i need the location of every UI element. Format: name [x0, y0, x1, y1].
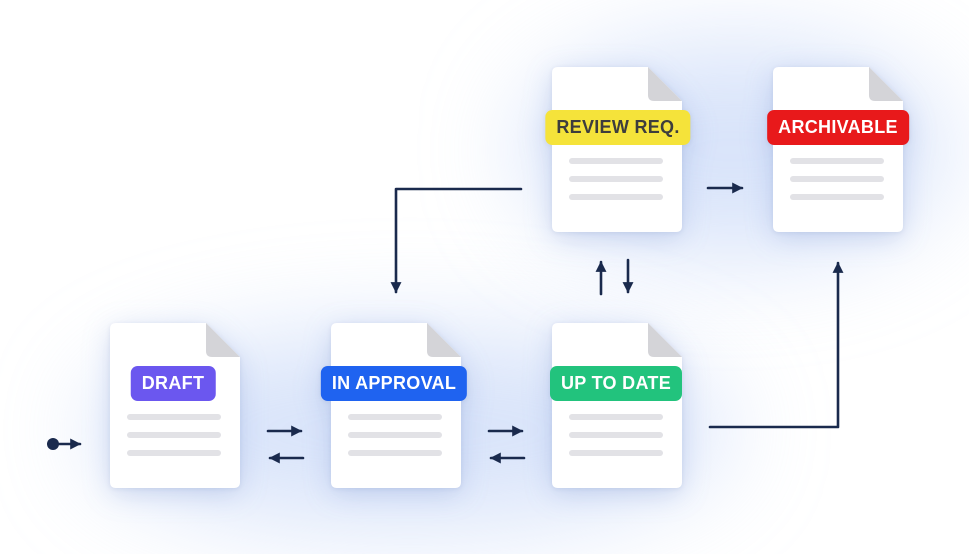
document-review-required: REVIEW REQ.	[545, 67, 691, 232]
document-icon	[552, 67, 682, 232]
text-line	[569, 194, 663, 200]
document-up-to-date: UP TO DATE	[549, 323, 683, 488]
document-icon	[773, 67, 903, 232]
document-draft: DRAFT	[110, 323, 240, 488]
document-icon	[552, 323, 682, 488]
text-line	[348, 432, 442, 438]
text-line	[790, 158, 884, 164]
document-icon	[110, 323, 240, 488]
text-line	[790, 194, 884, 200]
text-line	[569, 450, 663, 456]
status-badge-draft: DRAFT	[130, 366, 216, 401]
start-dot-icon	[47, 438, 59, 450]
arrow-review-to-in-approval	[390, 187, 523, 294]
text-line	[569, 176, 663, 182]
status-badge-archivable: ARCHIVABLE	[767, 110, 909, 145]
text-line	[127, 450, 221, 456]
document-in-approval: IN APPROVAL	[320, 323, 468, 488]
text-line	[127, 414, 221, 420]
text-line	[348, 414, 442, 420]
text-line	[569, 432, 663, 438]
status-badge-up-to-date: UP TO DATE	[549, 366, 683, 401]
status-badge-in-approval: IN APPROVAL	[320, 366, 468, 401]
text-line	[127, 432, 221, 438]
text-line	[569, 414, 663, 420]
text-line	[569, 158, 663, 164]
text-line	[790, 176, 884, 182]
document-archivable: ARCHIVABLE	[767, 67, 909, 232]
status-badge-review-required: REVIEW REQ.	[545, 110, 691, 145]
document-icon	[331, 323, 461, 488]
text-line	[348, 450, 442, 456]
arrow-up-to-date-to-archivable	[708, 261, 844, 429]
